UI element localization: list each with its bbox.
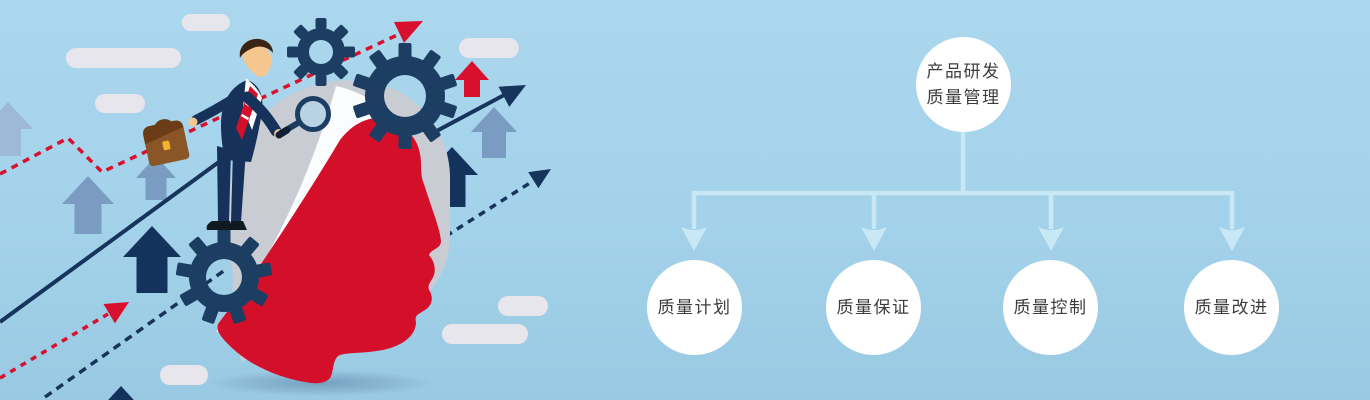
- red-dashed-trend-arrow: [0, 21, 423, 176]
- child-node-quality-control: 质量控制: [1003, 260, 1098, 355]
- connector-arrowhead: [1038, 227, 1064, 251]
- briefcase-icon: [143, 119, 190, 167]
- connector-arrowhead: [1219, 227, 1245, 251]
- child-node-label: 质量改进: [1194, 297, 1269, 317]
- red-dashed-arrow-bottom: [0, 302, 129, 380]
- root-node-label-line1: 产品研发: [926, 61, 1001, 81]
- connector-arrowhead: [861, 227, 887, 251]
- child-node-quality-assurance: 质量保证: [826, 260, 921, 355]
- org-connector: [681, 131, 1245, 251]
- hair: [239, 38, 273, 58]
- navy-dashed-arrow-mid: [423, 169, 551, 252]
- child-node-quality-planning: 质量计划: [647, 260, 742, 355]
- head-profile-silhouette: [216, 80, 450, 384]
- illustration: [0, 14, 551, 400]
- gear-icon-large: [353, 43, 457, 149]
- child-node-label: 质量保证: [836, 297, 911, 317]
- head-shadow: [208, 370, 432, 396]
- up-arrow-icons-steel: [62, 107, 517, 234]
- child-node-quality-improvement: 质量改进: [1184, 260, 1279, 355]
- child-node-label: 质量计划: [657, 297, 732, 317]
- root-node: 产品研发 质量管理: [916, 37, 1011, 132]
- gear-icon-bottom: [175, 229, 273, 324]
- connector-arrowhead: [681, 227, 707, 251]
- shoe: [206, 221, 230, 230]
- cloud-shapes: [66, 14, 548, 385]
- gear-icon-small: [287, 18, 355, 86]
- up-arrow-icon-pale: [0, 102, 33, 156]
- root-node-label-line2: 质量管理: [926, 87, 1001, 107]
- child-node-label: 质量控制: [1013, 297, 1088, 317]
- businessman-icon: [188, 38, 284, 230]
- magnifier-icon: [275, 96, 331, 139]
- shoe: [228, 221, 247, 230]
- navy-trend-line-lower: [0, 146, 240, 324]
- up-arrow-icon-red: [455, 61, 489, 97]
